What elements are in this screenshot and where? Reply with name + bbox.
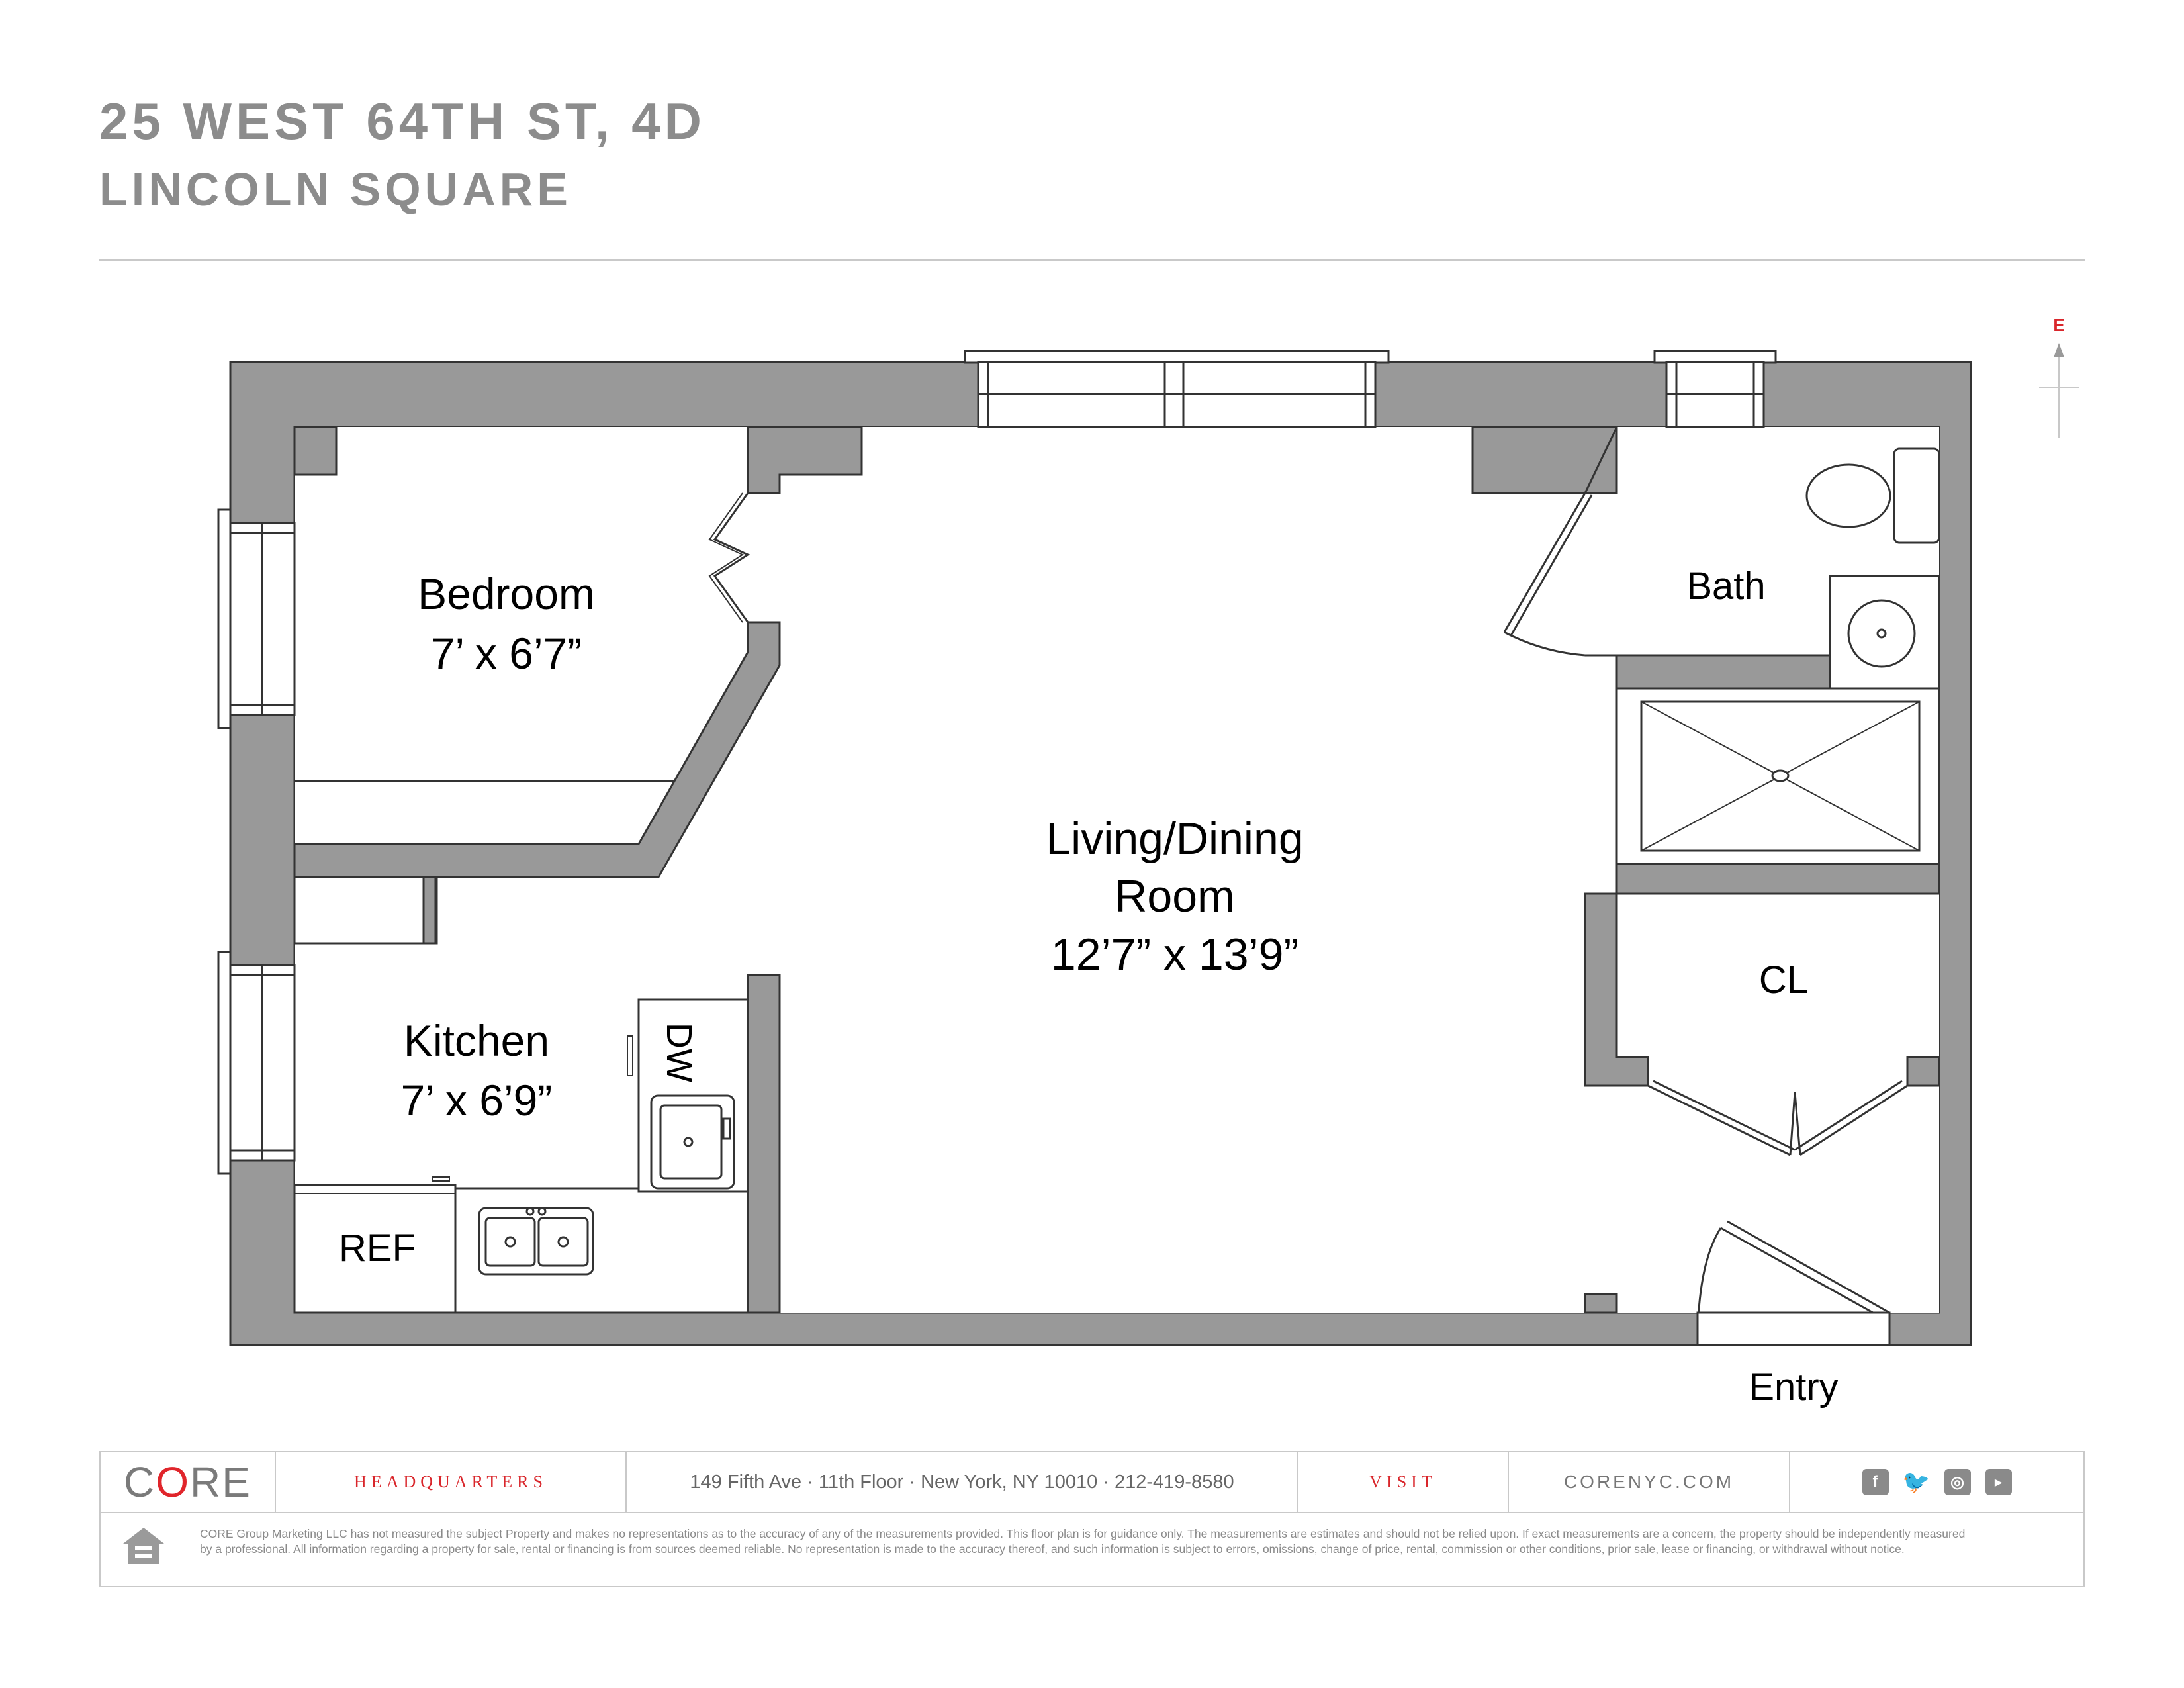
wall-pier-top-left bbox=[293, 426, 338, 476]
compass-arrow-icon bbox=[2054, 343, 2064, 357]
toilet-icon bbox=[1805, 447, 1940, 544]
living-size: 12’7” x 13’9” bbox=[1051, 929, 1298, 980]
bath-sink-icon bbox=[1829, 575, 1940, 690]
kitchen-closet-wall bbox=[293, 876, 438, 945]
entry-door[interactable] bbox=[1696, 1220, 1891, 1346]
disclaimer-line-2: by a professional. All information regar… bbox=[200, 1542, 1905, 1556]
closet-right-stub bbox=[1906, 1056, 1940, 1087]
entry-label: Entry bbox=[1749, 1366, 1838, 1409]
window-top-bath bbox=[1653, 350, 1777, 428]
window-left-kitchen bbox=[217, 951, 296, 1175]
core-logo[interactable]: CORE bbox=[101, 1452, 276, 1512]
compass-label: E bbox=[2053, 315, 2064, 335]
window-top-living bbox=[964, 350, 1390, 428]
youtube-icon[interactable]: ▶ bbox=[1985, 1469, 2012, 1495]
kitchen-sink-icon bbox=[650, 1094, 735, 1190]
website-link[interactable]: CORENYC.COM bbox=[1509, 1452, 1790, 1512]
living-label-line2: Room bbox=[1115, 871, 1234, 921]
facebook-icon[interactable]: f bbox=[1862, 1469, 1889, 1495]
bedroom-size: 7’ x 6’7” bbox=[431, 629, 582, 678]
social-links: f 🐦 ◎ ▶ bbox=[1790, 1452, 2083, 1512]
closet-bifold-door[interactable] bbox=[1647, 1080, 1908, 1156]
entry-stub-wall bbox=[1584, 1293, 1618, 1314]
window-left-bedroom bbox=[217, 508, 296, 729]
footer: CORE HEADQUARTERS 149 Fifth Ave · 11th F… bbox=[99, 1451, 2085, 1587]
disclaimer: CORE Group Marketing LLC has not measure… bbox=[200, 1526, 2076, 1557]
living-label-line1: Living/Dining bbox=[1046, 814, 1303, 864]
neighborhood-name: LINCOLN SQUARE bbox=[99, 164, 572, 215]
visit-label: VISIT bbox=[1298, 1452, 1509, 1512]
bath-label: Bath bbox=[1686, 565, 1765, 608]
instagram-icon[interactable]: ◎ bbox=[1944, 1469, 1971, 1495]
kitchen-partition-wall bbox=[747, 974, 781, 1314]
closet-lower-wall bbox=[1584, 892, 1649, 1087]
disclaimer-line-1: CORE Group Marketing LLC has not measure… bbox=[200, 1527, 1966, 1540]
kitchen-label: Kitchen bbox=[404, 1016, 549, 1065]
twitter-icon[interactable]: 🐦 bbox=[1902, 1470, 1931, 1495]
headquarters-label: HEADQUARTERS bbox=[276, 1452, 627, 1512]
kitchen-size: 7’ x 6’9” bbox=[401, 1076, 553, 1125]
header-divider bbox=[99, 259, 2085, 261]
compass: E bbox=[2039, 315, 2079, 438]
hq-address: 149 Fifth Ave · 11th Floor · New York, N… bbox=[627, 1452, 1298, 1512]
bedroom-bifold-door[interactable] bbox=[713, 492, 751, 623]
double-sink-icon bbox=[478, 1207, 594, 1276]
bath-door[interactable] bbox=[1503, 492, 1593, 657]
footer-top-row: CORE HEADQUARTERS 149 Fifth Ave · 11th F… bbox=[101, 1452, 2083, 1513]
floor-plan: E bbox=[217, 315, 2079, 1409]
refrigerator-icon bbox=[293, 1184, 457, 1314]
dishwasher-label: DW bbox=[659, 1023, 699, 1082]
shower-icon bbox=[1615, 687, 1940, 865]
bath-closet-wall bbox=[1583, 426, 1618, 494]
bedroom-label: Bedroom bbox=[418, 569, 595, 618]
property-address: 25 WEST 64TH ST, 4D bbox=[99, 92, 705, 150]
equal-housing-icon bbox=[123, 1528, 164, 1564]
refrigerator-label: REF bbox=[339, 1227, 416, 1270]
closet-label: CL bbox=[1759, 959, 1808, 1002]
